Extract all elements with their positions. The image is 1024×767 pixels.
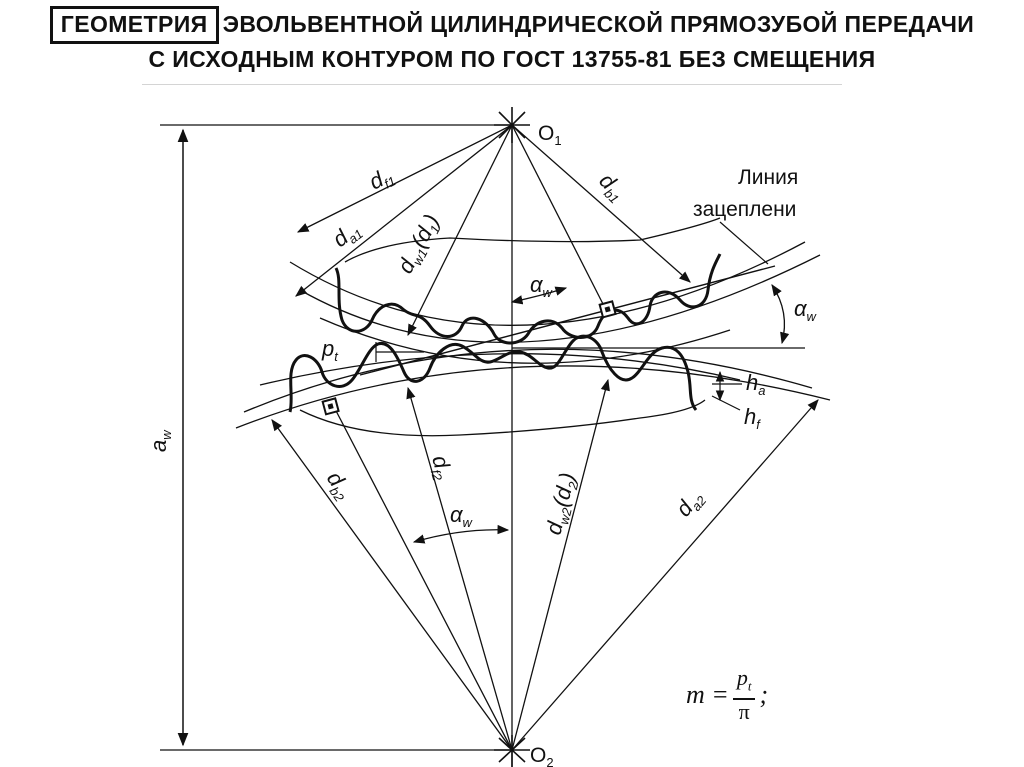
radius-db2: [271, 419, 513, 751]
line-of-action: [359, 265, 776, 376]
alpha-w-upper-arc: [510, 286, 568, 305]
center-o2-mark: [494, 735, 530, 767]
label-dw1: dw1(d1): [392, 210, 446, 279]
radius-df1: [296, 124, 513, 233]
radius-dw2: [511, 378, 610, 751]
contact-point-marker-1: [598, 300, 617, 319]
title-line-2: С ИСХОДНЫМ КОНТУРОМ ПО ГОСТ 13755-81 БЕЗ…: [148, 46, 876, 72]
alpha-w-lower-arc: [412, 524, 510, 544]
label-ha: ha: [746, 370, 765, 398]
radius-dw1: [407, 124, 513, 337]
label-alpha-w-right: αw: [794, 296, 818, 324]
label-da2: da2: [671, 484, 710, 523]
title-line-1-text: ЭВОЛЬВЕНТНОЙ ЦИЛИНДРИЧЕСКОЙ ПРЯМОЗУБОЙ П…: [222, 11, 975, 37]
label-da1: da1: [328, 216, 366, 255]
gear1-teeth-profile: [334, 253, 722, 345]
label-db2: db2: [319, 467, 358, 506]
gear2-teeth-profile: [288, 334, 698, 413]
label-line-of-action-1: Линия: [738, 166, 798, 189]
formula-lhs: m =: [686, 680, 729, 709]
label-o2: O2: [530, 744, 554, 767]
label-df1: df1: [365, 162, 398, 197]
label-o1: O1: [538, 122, 562, 148]
gear2-pitch-circle: [235, 365, 831, 429]
label-hf: hf: [744, 404, 761, 432]
gear1-body-contour: [344, 217, 721, 263]
radius-df2: [406, 386, 513, 751]
title-divider: [142, 84, 842, 85]
radius-o2-left: [332, 404, 513, 751]
hf-leader: [711, 395, 741, 411]
label-df2: df2: [424, 452, 457, 483]
label-dw2: dw2(d2): [541, 470, 583, 538]
alpha-w-right-arc: [771, 284, 790, 345]
gear2-tip-circle: [243, 348, 813, 413]
formula-numerator: pt: [732, 665, 756, 701]
formula-fraction: pt π: [732, 665, 756, 725]
label-alpha-w-upper: αw: [530, 272, 554, 300]
title-boxed-word: ГЕОМЕТРИЯ: [49, 6, 219, 44]
radius-db1: [511, 124, 691, 283]
contact-point-marker-2: [321, 397, 340, 416]
gear1-tip-circle: [289, 241, 806, 326]
label-pt: pt: [321, 336, 339, 364]
line-of-action-leader: [719, 221, 769, 265]
label-alpha-w-lower: αw: [450, 502, 474, 530]
gear1-pitch-circle: [299, 254, 821, 343]
label-aw: aw: [146, 429, 174, 452]
formula-denominator: π: [738, 699, 750, 725]
label-line-of-action-2: зацеплени: [693, 198, 796, 221]
radius-da1: [295, 124, 513, 297]
radius-o1-right: [511, 124, 605, 307]
module-formula: m = pt π ;: [686, 665, 769, 723]
gear2-body-contour: [299, 399, 706, 437]
formula-tail: ;: [759, 680, 769, 709]
radius-da2: [511, 399, 819, 751]
